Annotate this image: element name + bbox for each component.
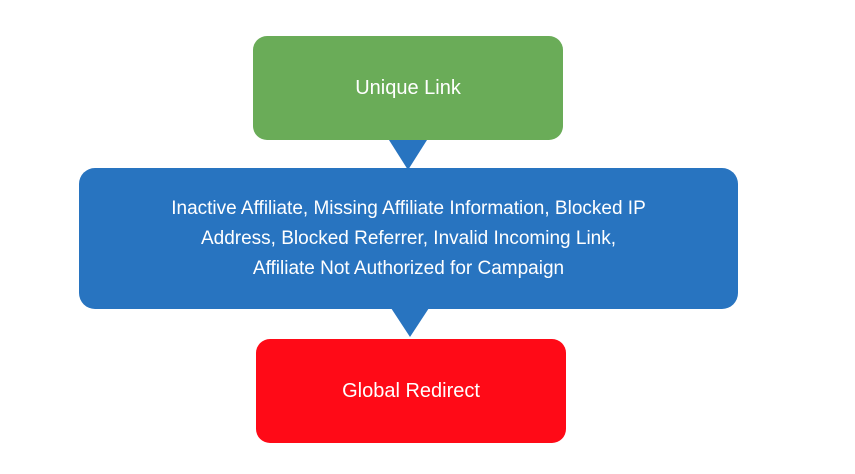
conditions-label: Inactive Affiliate, Missing Affiliate In… [171,197,646,279]
global-redirect-label: Global Redirect [342,379,480,402]
arrow-conditions-to-redirect [391,308,429,337]
global-redirect-node: Global Redirect [256,339,566,443]
arrow-unique-to-conditions [389,140,427,170]
unique-link-label: Unique Link [355,76,461,99]
conditions-node: Inactive Affiliate, Missing Affiliate In… [79,168,738,309]
unique-link-node: Unique Link [253,36,563,140]
